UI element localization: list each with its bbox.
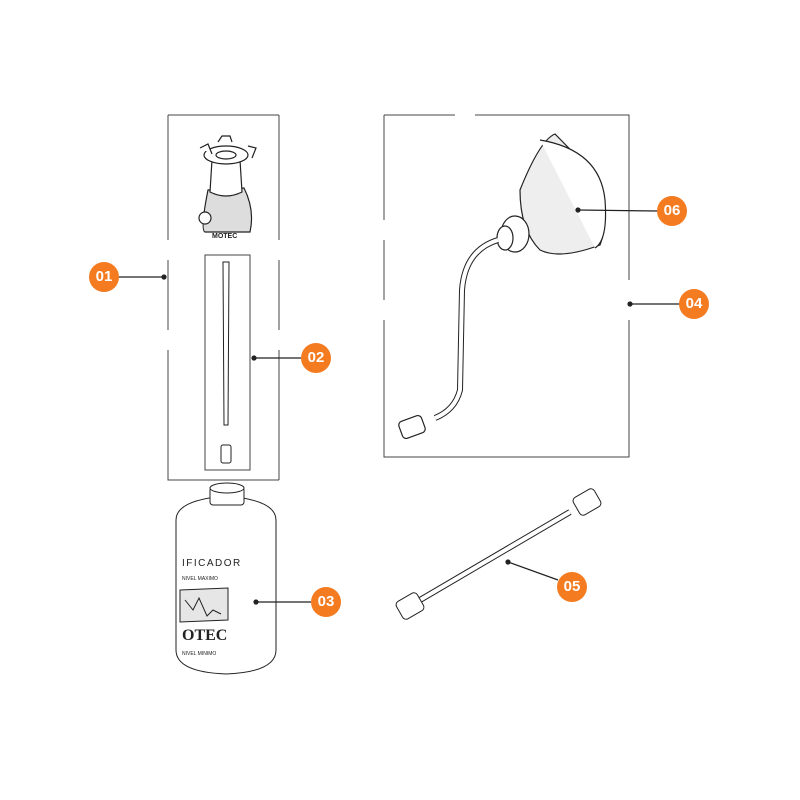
callout-06: 06 <box>657 196 687 226</box>
humidifier-bottle-drawing: IFICADOR NIVEL MAXIMO OTEC NIVEL MINIMO <box>175 482 277 675</box>
frame-group-04 <box>383 114 630 458</box>
frame-dip-tube <box>204 254 251 471</box>
frame-group-01 <box>167 114 280 481</box>
leader-lines <box>118 207 680 605</box>
bottle-level-max-text: NIVEL MAXIMO <box>182 576 218 582</box>
bottle-title-text: IFICADOR <box>182 558 242 569</box>
bottle-brand-text: OTEC <box>182 627 227 644</box>
callout-05: 05 <box>557 572 587 602</box>
callout-03: 03 <box>311 587 341 617</box>
callout-02: 02 <box>301 343 331 373</box>
bottle-level-min-text: NIVEL MINIMO <box>182 651 216 657</box>
dip-tube-drawing <box>220 261 232 464</box>
nebulizer-cap-drawing: MOTEC <box>198 135 257 240</box>
face-mask-drawing <box>398 133 607 440</box>
callout-04: 04 <box>679 289 709 319</box>
hose-drawing <box>395 488 602 620</box>
callout-01: 01 <box>89 262 119 292</box>
cap-brand-text: MOTEC <box>212 233 237 240</box>
